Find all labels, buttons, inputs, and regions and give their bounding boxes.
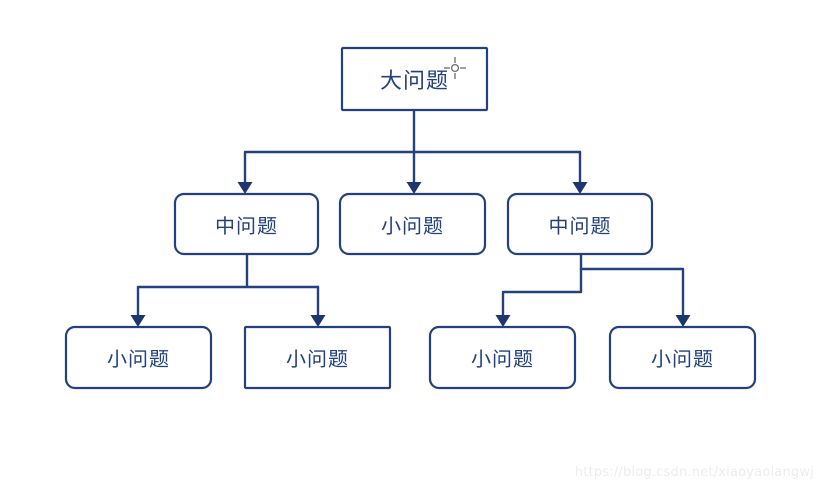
arrow-leaf-1-icon [130,315,146,327]
node-box-mid-left[interactable] [173,192,320,256]
connector-midleft-to-leaf-1 [136,252,320,323]
arrow-heads [130,182,691,327]
node-box-leaf-3[interactable] [428,325,577,390]
crosshair-cursor [444,57,466,79]
arrow-mid-right-icon [572,182,588,194]
arrow-leaf-3-icon [495,315,511,327]
connector-midright-to-leaf-4 [579,267,685,323]
connector-root-to-mid-left [243,108,582,190]
node-box-leaf-1[interactable] [64,325,213,390]
node-box-leaf-2[interactable] [243,325,392,390]
connector-midright-to-leaf-3 [501,252,583,323]
cursor-center-icon [450,63,460,73]
node-box-leaf-4[interactable] [608,325,757,390]
watermark-text: https://blog.csdn.net/xiaoyaolangwj [574,465,814,480]
arrow-leaf-4-icon [675,315,691,327]
node-box-mid-right[interactable] [506,192,654,256]
arrow-mid-center-icon [406,182,422,194]
node-box-root[interactable] [340,46,489,112]
connector-lines [136,108,685,323]
node-boxes [64,46,757,390]
arrow-leaf-2-icon [310,315,326,327]
arrow-mid-left-icon [237,182,253,194]
node-box-mid-center[interactable] [338,192,487,256]
